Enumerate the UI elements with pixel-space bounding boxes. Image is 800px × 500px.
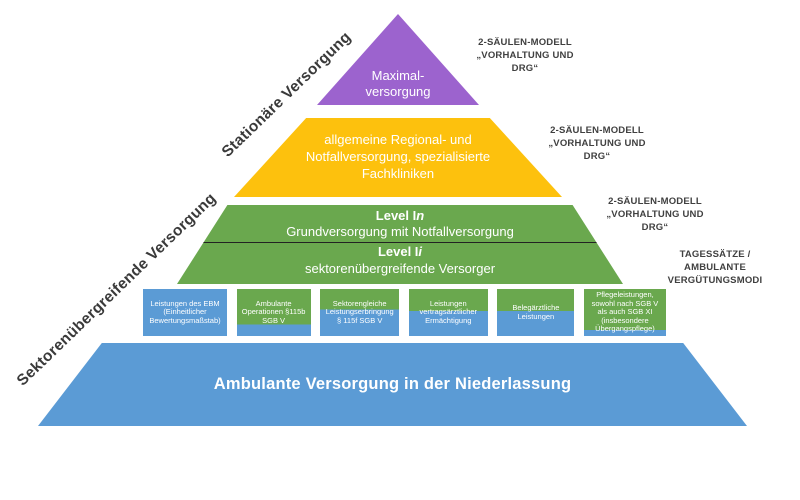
pyramid-level-ambulante-versorgung: Ambulante Versorgung in der Niederlassun… bbox=[38, 343, 747, 426]
ambulante-versorgung-label: Ambulante Versorgung in der Niederlassun… bbox=[213, 375, 572, 393]
annotation-2-saeulen-modell-2: 2-SÄULEN-MODELL „VORHALTUNG UND DRG“ bbox=[548, 125, 646, 162]
pyramid-level-regional-notfallversorgung: allgemeine Regional- und Notfallversorgu… bbox=[234, 118, 562, 197]
level-ii-label: Level Ii bbox=[377, 244, 423, 259]
annotation-2-saeulen-modell-3: 2-SÄULEN-MODELL „VORHALTUNG UND DRG“ bbox=[606, 196, 704, 233]
grundversorgung-label: Grundversorgung mit Notfallversorgung bbox=[286, 224, 514, 239]
service-box-belegaerztliche-leistungen: Belegärztliche Leistungen bbox=[497, 289, 575, 336]
service-box-pflegeleistungen: Pflegeleistungen, sowohl nach SGB V als … bbox=[583, 289, 666, 336]
maximalversorgung-label: Maximal- versorgung bbox=[365, 67, 431, 99]
level-in-label: Level In bbox=[375, 208, 425, 223]
annotation-2-saeulen-modell-1: 2-SÄULEN-MODELL „VORHALTUNG UND DRG“ bbox=[476, 37, 574, 74]
level-divider-line bbox=[177, 242, 623, 243]
service-box-vertragsaerztliche-ermaechtigung: Leistungen vertragsärztlicher Ermächtigu… bbox=[408, 289, 488, 336]
service-boxes-row: Leistungen des EBM (Einheitlicher Bewert… bbox=[143, 289, 666, 336]
service-box-sektorengleiche-leistungserbringung: Sektorengleiche Leistungserbringung § 11… bbox=[320, 289, 400, 336]
pyramid-level-grundversorgung: Level In Grundversorgung mit Notfallvers… bbox=[177, 205, 623, 284]
annotation-tagessaetze: TAGESSÄTZE / AMBULANTE VERGÜTUNGSMODI bbox=[667, 249, 763, 286]
regionalversorgung-label: allgemeine Regional- und Notfallversorgu… bbox=[305, 132, 491, 181]
service-box-ebm: Leistungen des EBM (Einheitlicher Bewert… bbox=[143, 289, 227, 336]
sektorenuebergreifende-versorger-label: sektorenübergreifende Versorger bbox=[304, 261, 496, 276]
service-box-ambulante-operationen: Ambulante Operationen §115b SGB V bbox=[236, 289, 311, 336]
